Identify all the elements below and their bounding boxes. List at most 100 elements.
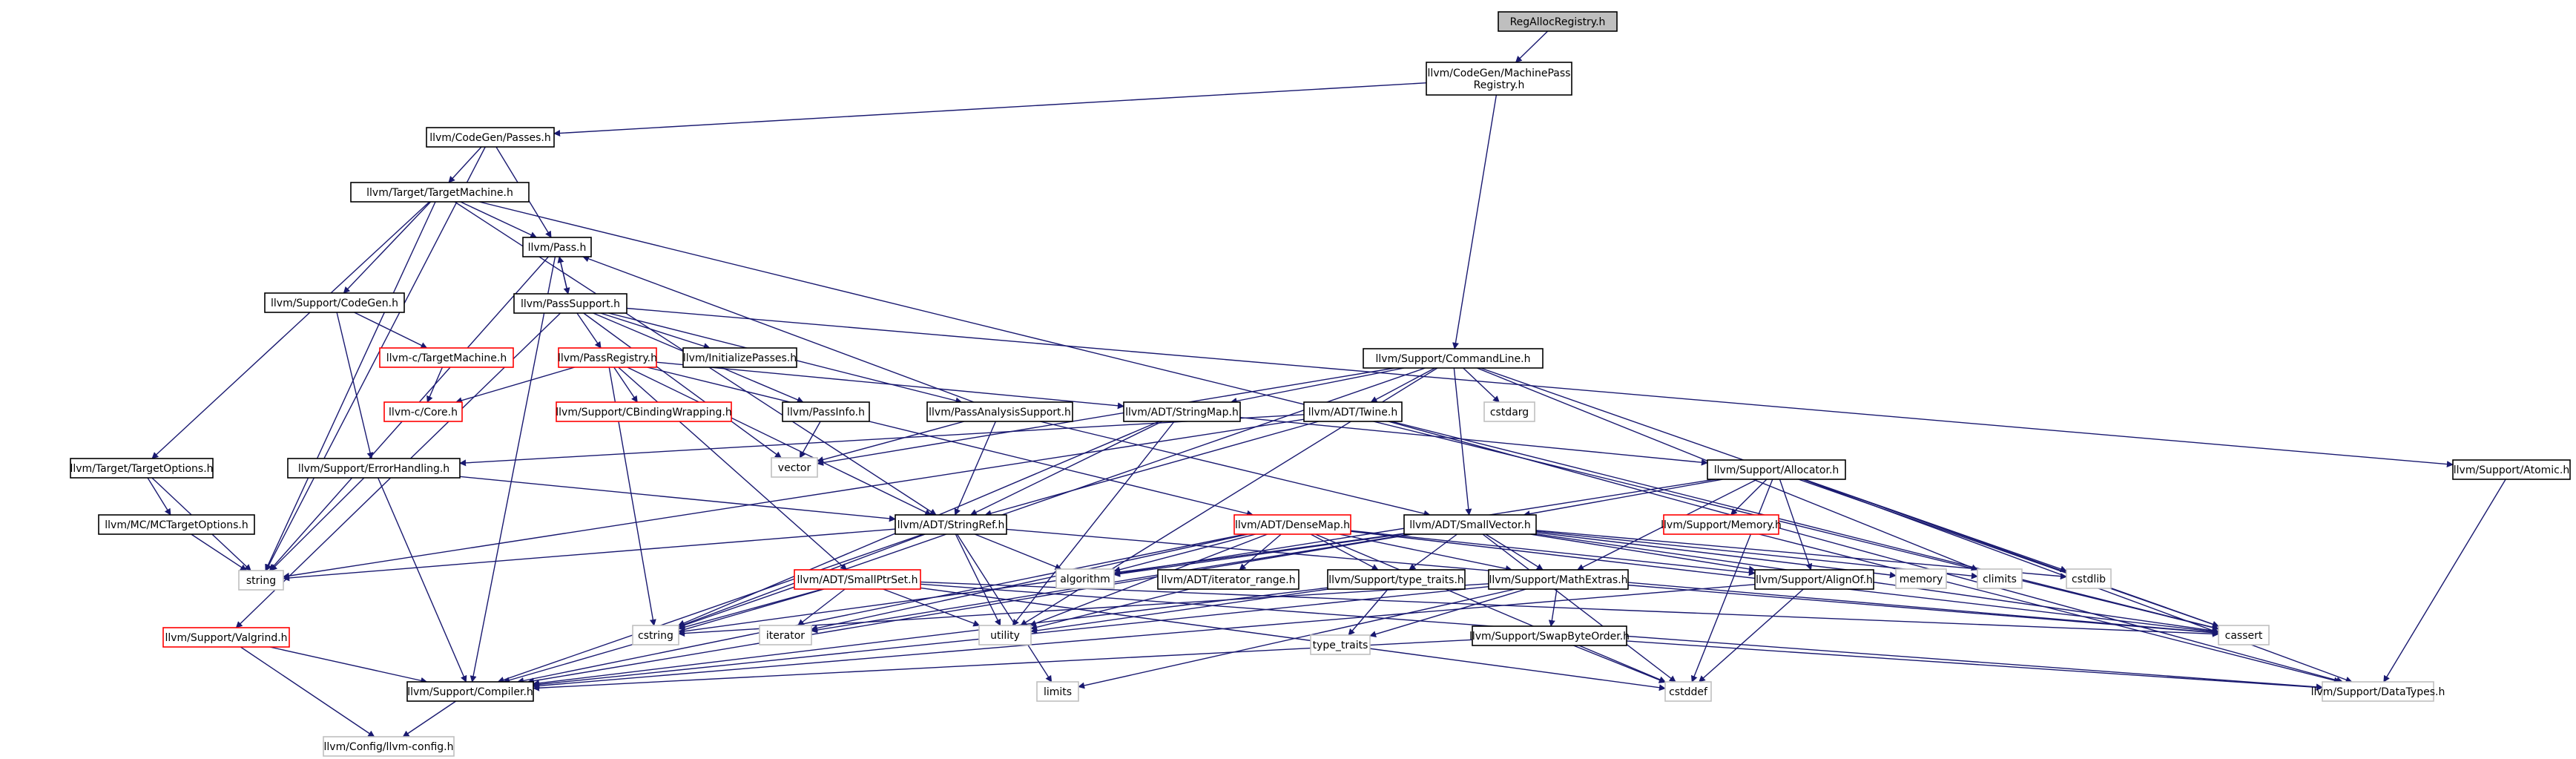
- include-edge-n26-to-n41: [955, 533, 1001, 626]
- include-edge-n36-to-n9: [533, 587, 1328, 687]
- include-node[interactable]: llvm/Support/Valgrind.h: [162, 627, 290, 648]
- include-node[interactable]: llvm/Config/llvm-config.h: [323, 736, 455, 757]
- include-edge-n37-to-n42: [1627, 584, 2219, 637]
- include-node[interactable]: type_traits: [1310, 634, 1371, 655]
- include-edge-n28-to-n9: [527, 533, 1413, 685]
- include-node[interactable]: cstdlib: [2066, 568, 2112, 589]
- node-label: llvm/Support/DataTypes.h: [2311, 686, 2445, 698]
- include-edge-n34-to-n40: [797, 588, 846, 626]
- include-edge-n34-to-n47: [920, 587, 1666, 691]
- include-edge-n21-to-n33: [1804, 479, 2067, 573]
- include-node[interactable]: llvm/MC/MCTargetOptions.h: [98, 514, 255, 535]
- node-box: [264, 292, 405, 313]
- node-label: llvm/Support/MathExtras.h: [1489, 574, 1627, 586]
- include-edge-n45-to-n47: [1573, 645, 1666, 683]
- node-label: cstddef: [1669, 686, 1708, 698]
- include-edge-n34-to-n42: [920, 581, 2219, 637]
- node-label: llvm/ADT/iterator_range.h: [1161, 574, 1295, 586]
- include-node[interactable]: cstdarg: [1483, 401, 1535, 422]
- include-node[interactable]: llvm/Support/SwapByteOrder.h: [1469, 625, 1630, 646]
- include-node[interactable]: llvm/ADT/iterator_range.h: [1157, 569, 1299, 590]
- include-edge-n2-to-n4: [448, 146, 482, 183]
- include-node[interactable]: llvm/Support/AlignOf.h: [1754, 569, 1874, 590]
- include-node[interactable]: llvm/PassInfo.h: [782, 401, 870, 422]
- node-label: llvm/Support/SwapByteOrder.h: [1469, 631, 1630, 643]
- node-label: llvm/Target/TargetOptions.h: [70, 463, 213, 475]
- include-node[interactable]: llvm-c/Core.h: [383, 401, 463, 422]
- node-label: algorithm: [1060, 574, 1110, 585]
- include-node[interactable]: memory: [1895, 568, 1947, 589]
- include-node[interactable]: llvm/Pass.h: [522, 237, 592, 257]
- include-node[interactable]: iterator: [759, 625, 812, 645]
- include-edge-n8-to-n5: [557, 256, 569, 295]
- node-label: llvm/Support/Valgrind.h: [165, 632, 287, 644]
- node-box: [782, 401, 870, 422]
- include-node[interactable]: llvm/Support/ErrorHandling.h: [287, 458, 461, 479]
- include-node[interactable]: llvm/ADT/StringRef.h: [895, 514, 1007, 535]
- include-node[interactable]: llvm-c/TargetMachine.h: [379, 347, 514, 368]
- include-node[interactable]: cstring: [632, 625, 679, 645]
- include-node[interactable]: algorithm: [1055, 568, 1115, 589]
- node-label: RegAllocRegistry.h: [1510, 16, 1606, 28]
- include-node[interactable]: llvm/ADT/SmallPtrSet.h: [794, 569, 921, 590]
- include-edge-n7-to-n10: [354, 312, 428, 349]
- include-node[interactable]: llvm/ADT/SmallVector.h: [1403, 514, 1537, 535]
- include-node[interactable]: llvm/CodeGen/Passes.h: [426, 127, 555, 148]
- include-edge-n26-to-n30: [974, 533, 1062, 571]
- include-edge-n21-to-n47: [1690, 479, 1773, 683]
- include-node[interactable]: llvm/ADT/StringMap.h: [1123, 401, 1241, 422]
- include-node[interactable]: utility: [978, 625, 1032, 645]
- node-label: llvm/ADT/Twine.h: [1308, 407, 1397, 418]
- include-node[interactable]: llvm/Support/Compiler.h: [406, 681, 534, 702]
- node-label: cstring: [638, 630, 673, 642]
- node-label: llvm-c/TargetMachine.h: [386, 352, 507, 364]
- node-box: [1426, 62, 1572, 96]
- include-node[interactable]: llvm/Support/CBindingWrapping.h: [556, 401, 732, 422]
- include-edge-n24-to-n9: [377, 477, 467, 683]
- include-node[interactable]: llvm/Target/TargetOptions.h: [70, 458, 214, 479]
- include-edge-n0-to-n1: [1515, 30, 1549, 63]
- include-node[interactable]: llvm/Support/MathExtras.h: [1488, 569, 1629, 590]
- include-node[interactable]: llvm/Support/Atomic.h: [2452, 459, 2571, 480]
- node-box: [1310, 634, 1371, 655]
- include-node[interactable]: llvm/PassAnalysisSupport.h: [926, 401, 1073, 422]
- include-node[interactable]: llvm/PassRegistry.h: [558, 347, 657, 368]
- include-node[interactable]: vector: [771, 457, 818, 478]
- include-node[interactable]: cstddef: [1664, 681, 1712, 702]
- node-box: [323, 736, 455, 757]
- include-edge-n15-to-n20: [799, 421, 821, 459]
- include-node[interactable]: limits: [1036, 681, 1079, 702]
- include-node[interactable]: llvm/ADT/DenseMap.h: [1233, 514, 1351, 535]
- node-label: llvm/MC/MCTargetOptions.h: [105, 519, 248, 531]
- include-edge-n28-to-n31: [1535, 531, 1897, 579]
- include-node[interactable]: llvm/Support/Memory.h: [1661, 514, 1782, 535]
- include-node[interactable]: llvm/Support/DataTypes.h: [2311, 681, 2445, 702]
- node-box: [1036, 681, 1079, 702]
- node-box: [2452, 459, 2571, 480]
- graph-root-node[interactable]: RegAllocRegistry.h: [1498, 11, 1618, 32]
- node-label: llvm/Support/CodeGen.h: [271, 298, 398, 309]
- include-node[interactable]: climits: [1977, 568, 2023, 589]
- include-edge-n26-to-n6: [283, 528, 896, 582]
- include-node[interactable]: llvm/InitializePasses.h: [682, 347, 797, 368]
- include-node[interactable]: cassert: [2218, 625, 2270, 645]
- include-node[interactable]: llvm/Support/type_traits.h: [1327, 569, 1466, 590]
- include-edge-n37-to-n39: [678, 583, 1489, 637]
- include-node[interactable]: llvm/Support/CommandLine.h: [1363, 348, 1544, 369]
- include-node[interactable]: llvm/PassSupport.h: [513, 293, 627, 314]
- node-box: [350, 182, 530, 203]
- include-node[interactable]: llvm/Target/TargetMachine.h: [350, 182, 530, 203]
- include-edge-n38-to-n9: [533, 583, 1756, 689]
- node-box: [238, 570, 284, 591]
- node-label: llvm/ADT/StringMap.h: [1125, 407, 1239, 418]
- include-node[interactable]: llvm/ADT/Twine.h: [1303, 401, 1403, 422]
- include-node[interactable]: llvm/Support/Allocator.h: [1707, 459, 1846, 480]
- node-box: [759, 625, 812, 645]
- include-node[interactable]: string: [238, 570, 284, 591]
- include-node[interactable]: llvm/Support/CodeGen.h: [264, 292, 405, 313]
- node-label: llvm/InitializePasses.h: [683, 352, 797, 364]
- include-edge-n37-to-n45: [1548, 588, 1558, 627]
- node-label: llvm/Support/type_traits.h: [1328, 574, 1464, 586]
- include-edge-n38-to-n47: [1698, 588, 1804, 683]
